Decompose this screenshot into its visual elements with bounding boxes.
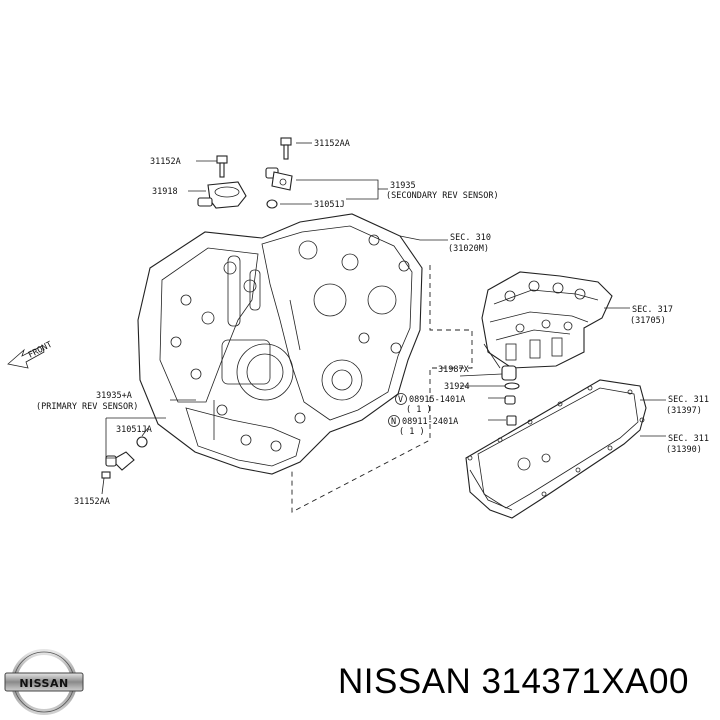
label-31152aa-top: 31152AA: [314, 139, 350, 149]
front-label: FRONT: [27, 340, 54, 361]
primary-rev-sensor-group: [101, 436, 148, 479]
control-valve-assembly: [481, 271, 613, 369]
gasket-31924: [504, 382, 520, 390]
label-08911-qty: ( 1 ): [399, 427, 425, 437]
oil-pan: [465, 379, 647, 519]
oring-31051ja: [136, 436, 148, 448]
label-sec-311-b: SEC. 311: [668, 434, 709, 444]
nissan-logo-text: NISSAN: [19, 677, 68, 690]
label-primary-rev-sensor: (PRIMARY REV SENSOR): [36, 402, 138, 412]
label-sec-311-b-sub: (31390): [666, 445, 702, 455]
oring-31051j: [266, 199, 278, 209]
label-31051ja: 31051JA: [116, 425, 152, 435]
sensor-31935: [265, 167, 293, 191]
label-31935a: 31935+A: [96, 391, 132, 401]
bolt-31152a: [216, 155, 228, 178]
label-secondary-rev-sensor: (SECONDARY REV SENSOR): [386, 191, 499, 201]
badge-n: [388, 415, 400, 427]
label-31924: 31924: [444, 382, 470, 392]
label-31987x: 31987X: [438, 365, 470, 375]
bolt-31152aa-top: [280, 137, 292, 160]
bolt-31152aa-bottom: [101, 471, 111, 479]
label-sec-310-sub: (31020M): [448, 244, 489, 254]
bolt-08915: [504, 395, 516, 405]
label-sec-317: SEC. 317: [632, 305, 673, 315]
leader-lines: [101, 142, 666, 495]
label-31935: 31935: [390, 181, 416, 191]
front-arrow: [7, 345, 45, 369]
sensor-31935a: [105, 451, 135, 471]
part-labels: 31152AA 31152A 31918 31935 (SECONDARY RE…: [36, 139, 709, 507]
label-sec-317-sub: (31705): [630, 316, 666, 326]
label-31152aa-bottom: 31152AA: [74, 497, 110, 507]
badge-v: [395, 393, 407, 405]
nissan-logo: NISSAN: [4, 649, 84, 715]
nut-08911: [506, 415, 517, 426]
transmission-case: [137, 213, 423, 475]
label-31051j: 31051J: [314, 200, 345, 210]
part-number-caption: NISSAN 314371XA00: [338, 662, 689, 701]
sensor-31918: [197, 181, 247, 209]
label-31152a: 31152A: [150, 157, 181, 167]
filter-31987x: [501, 365, 517, 381]
label-08915-qty: ( 1 ): [406, 405, 432, 415]
secondary-rev-sensor-group: [197, 137, 293, 209]
label-sec-311-a-sub: (31397): [666, 406, 702, 416]
group-boundary: [291, 265, 473, 513]
label-n-code: N: [391, 417, 396, 427]
label-sec-310: SEC. 310: [450, 233, 491, 243]
label-08915: 08915-1401A: [409, 395, 465, 405]
label-31918: 31918: [152, 187, 178, 197]
label-v-code: V: [398, 395, 403, 405]
label-08911: 08911-2401A: [402, 417, 458, 427]
label-sec-311-a: SEC. 311: [668, 395, 709, 405]
